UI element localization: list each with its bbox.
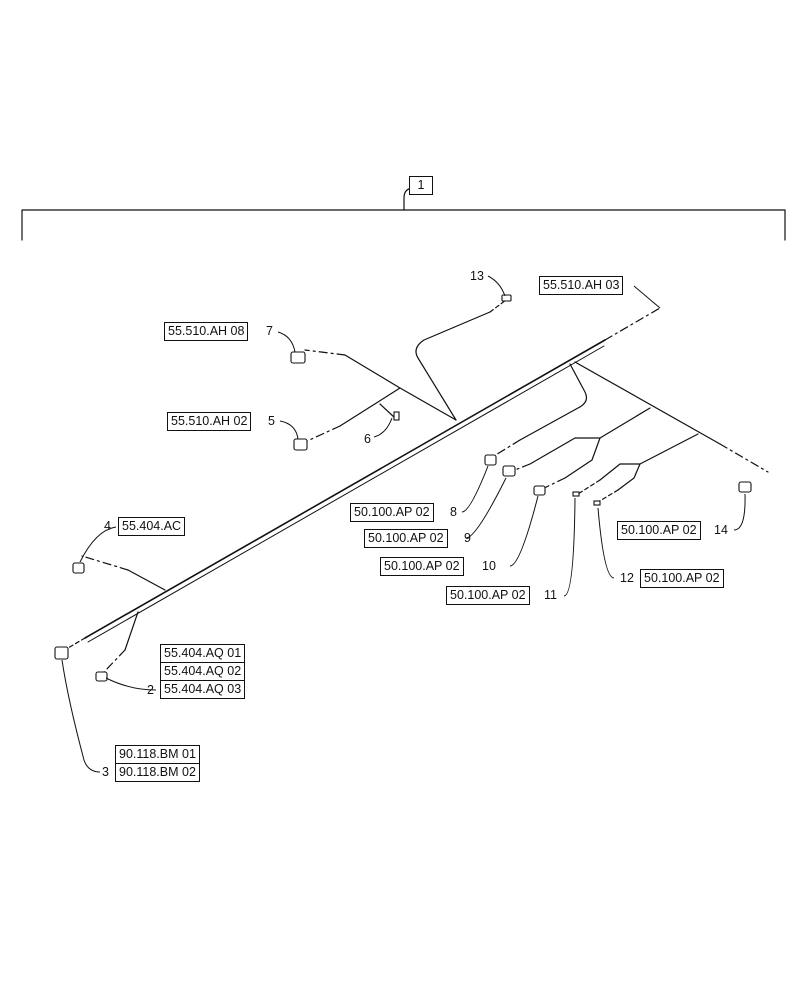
branch-10 — [564, 437, 601, 479]
callout-9-ref: 50.100.AP 02 — [364, 529, 448, 548]
leader-5 — [279, 420, 299, 440]
callout-4-number: 4 — [104, 519, 111, 533]
connector-12 — [593, 500, 601, 506]
branch-2 — [124, 611, 139, 651]
ref-box-top-55510ah03: 55.510.AH 03 — [539, 276, 624, 295]
trunk-end-dash — [604, 307, 661, 341]
branch-5 — [339, 387, 401, 427]
callout-5-number: 5 — [268, 414, 275, 428]
callout-2-ref-2: 55.404.AQ 02 — [160, 663, 246, 681]
branch-7 — [344, 354, 457, 421]
callout-10-ref: 50.100.AP 02 — [380, 557, 464, 576]
callout-4-ref: 55.404.AC — [118, 517, 186, 536]
leader-8 — [461, 465, 489, 513]
branch-13 — [415, 311, 491, 421]
callout-13-number: 13 — [470, 269, 484, 283]
callout-2-ref-1: 55.404.AQ 01 — [160, 644, 246, 663]
branch-6 — [379, 403, 396, 419]
connector-8 — [484, 454, 497, 466]
callout-5-ref: 55.510.AH 02 — [167, 412, 252, 431]
branch-4 — [127, 569, 166, 591]
connector-7 — [290, 351, 306, 364]
connector-14 — [738, 481, 752, 493]
assembly-item-box: 1 — [409, 176, 433, 195]
leader-3 — [61, 659, 101, 773]
callout-11-ref: 50.100.AP 02 — [446, 586, 530, 605]
connector-11 — [572, 491, 580, 497]
callout-7-number: 7 — [266, 324, 273, 338]
callout-3-ref-2: 90.118.BM 02 — [115, 764, 200, 782]
connector-2 — [95, 671, 108, 682]
callout-11-number: 11 — [544, 588, 557, 602]
branch-11-12 — [599, 433, 699, 481]
callout-8-ref: 50.100.AP 02 — [350, 503, 434, 522]
leader-7 — [277, 331, 296, 353]
connector-4 — [72, 562, 85, 574]
connector-5 — [293, 438, 308, 451]
leader-11 — [563, 497, 576, 597]
connector-9 — [502, 465, 516, 477]
callout-3-ref-1: 90.118.BM 01 — [115, 745, 200, 764]
connector-10 — [533, 485, 546, 496]
main-trunk — [84, 339, 606, 639]
callout-9-number: 9 — [464, 531, 471, 545]
leader-2 — [105, 677, 157, 691]
branch-9 — [529, 407, 651, 465]
callout-7-ref: 55.510.AH 08 — [164, 322, 249, 341]
leader-top-ref — [633, 285, 661, 309]
leader-9 — [465, 477, 507, 539]
leader-14 — [733, 493, 746, 531]
callout-14-number: 14 — [714, 523, 728, 537]
callout-10-number: 10 — [482, 559, 496, 573]
connector-6 — [393, 411, 400, 421]
right-branch-main — [574, 361, 721, 445]
assembly-bracket — [21, 209, 786, 241]
main-trunk-outline — [87, 345, 605, 643]
callout-8-number: 8 — [450, 505, 457, 519]
leader-10 — [509, 495, 539, 567]
callout-3-ref-stack: 90.118.BM 01 90.118.BM 02 — [115, 745, 200, 782]
leader-12 — [597, 507, 615, 579]
leader-13 — [487, 275, 506, 297]
right-branch — [519, 363, 588, 441]
leader-6 — [373, 417, 393, 438]
callout-2-number: 2 — [147, 683, 154, 697]
connector-13 — [501, 294, 512, 302]
callout-6-number: 6 — [364, 432, 371, 446]
callout-2-ref-stack: 55.404.AQ 01 55.404.AQ 02 55.404.AQ 03 — [160, 644, 246, 699]
callout-2-ref-3: 55.404.AQ 03 — [160, 681, 246, 699]
callout-12-ref: 50.100.AP 02 — [640, 569, 724, 588]
callout-12-number: 12 — [620, 571, 634, 585]
callout-3-number: 3 — [102, 765, 109, 779]
connector-3 — [54, 646, 69, 660]
leader-4 — [79, 526, 117, 563]
callout-14-ref: 50.100.AP 02 — [617, 521, 701, 540]
